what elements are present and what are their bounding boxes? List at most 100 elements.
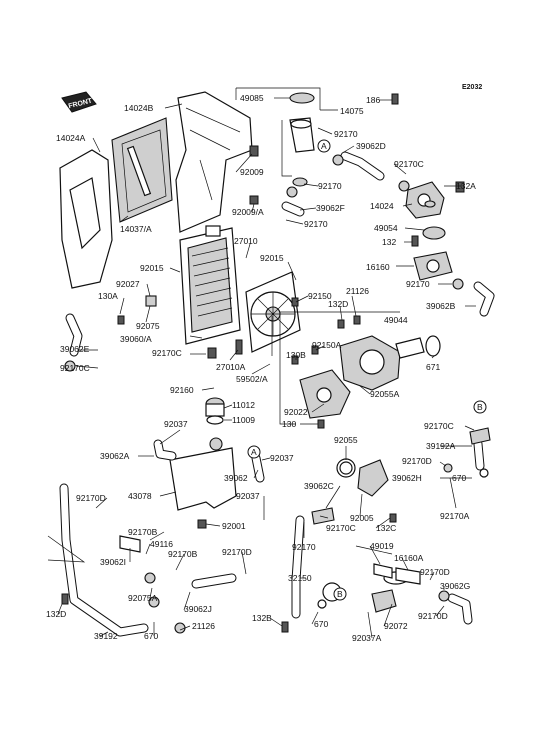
part-label: 132D [328,299,348,309]
callout-a-upper: A [317,139,331,153]
part-label: 92037 [270,453,294,463]
part-label: 11012 [232,400,255,410]
part-label: 132 [382,237,396,247]
front-indicator: FRONT [61,91,97,113]
part-label: 92037A [352,633,382,643]
part-label: 43078 [128,491,152,501]
part-label: 59502/A [236,374,268,384]
part-label: 130A [98,291,118,301]
part-label: 32150 [288,573,312,583]
callout-b-upper: B [473,400,487,414]
svg-text:A: A [251,447,257,457]
part-label: 21126 [192,621,215,631]
part-label: 92160 [170,385,194,395]
part-label: 16160A [394,553,424,563]
part-label: 92170 [304,219,328,229]
part-label: 39062G [440,581,470,591]
part-label: 39062D [356,141,386,151]
part-label: 92015 [260,253,284,263]
hose-lower-center [153,439,473,625]
part-label: 27010A [216,362,246,372]
cooling-fan [245,271,301,353]
part-label: 92170D [76,493,106,503]
part-label: 39062H [392,473,422,483]
part-label: 39062A [100,451,130,461]
leader-lines [57,97,476,639]
part-label: 92027 [116,279,140,289]
radiator-screen [111,117,173,223]
part-label: 39062 [224,473,248,483]
part-label: 92075 [136,321,160,331]
part-label: 92005 [350,513,374,523]
part-label: 39192 [94,631,118,641]
part-label: 14075 [340,106,364,116]
radiator-core [179,225,241,345]
part-label: 16160 [366,262,390,272]
part-label: 92170D [402,456,432,466]
part-label: 92009 [240,167,264,177]
part-label: 92150A [312,340,342,350]
part-label: 14024B [124,103,154,113]
part-label: 92072 [384,621,408,631]
group-brackets [47,87,400,563]
part-label: 92170 [406,279,430,289]
hose-right [473,281,495,471]
part-label: 92170C [60,363,90,373]
part-label: 92037 [236,491,260,501]
svg-text:A: A [321,141,327,151]
part-label: 92170 [318,181,342,191]
callout-b-lower: B [333,587,347,601]
part-label: 92170D [222,547,252,557]
part-label: 92055A [370,389,400,399]
part-label: 132C [376,523,396,533]
part-label: 92170C [152,348,182,358]
part-label: 49019 [370,541,394,551]
part-label: 39062F [316,203,345,213]
svg-text:B: B [477,402,483,412]
part-label: 92055 [334,435,358,445]
part-label: 92170C [394,159,424,169]
part-label: 92170C [326,523,356,533]
hose-upper-right [281,151,385,217]
callout-a-lower: A [247,445,261,459]
part-label: 27010 [234,236,258,246]
part-label: 92037 [164,419,188,429]
diagram-code: E2032 [462,84,482,91]
water-pump [299,335,441,419]
part-label: 92170C [424,421,454,431]
part-label: 92075A [128,593,158,603]
part-label: 49085 [240,93,264,103]
part-label: 49044 [384,315,408,325]
part-label: 14024 [370,201,394,211]
part-label: 49054 [374,223,398,233]
part-label: 92170D [418,611,448,621]
part-label: 39062B [426,301,456,311]
thermostat-housing [405,181,453,281]
part-label: 132A [456,181,476,191]
filler-neck [289,92,315,187]
part-labels: 49085 186 14075 14024B 14024A 92170 3906… [46,93,476,643]
hose-left-main [59,313,149,637]
part-label: 14037/A [120,224,152,234]
part-label: 92015 [140,263,164,273]
part-label: 92022 [284,407,308,417]
part-label: 39192A [426,441,456,451]
part-label: 92009/A [232,207,264,217]
part-label: 39062I [100,557,126,567]
part-label: 39062J [184,604,212,614]
reserve-tank [169,397,237,511]
part-label: 21126 [346,286,369,296]
part-label: 670 [452,473,466,483]
part-label: 39062E [60,344,90,354]
radiator-shroud-right [175,91,253,233]
part-label: 92170D [420,567,450,577]
part-label: 92170 [292,542,316,552]
part-label: 670 [144,631,158,641]
part-label: 130B [286,350,306,360]
part-label: 671 [426,362,440,372]
part-label: 92150 [308,291,332,301]
part-label: 39062C [304,481,334,491]
part-label: 49116 [150,539,173,549]
part-label: 670 [314,619,328,629]
